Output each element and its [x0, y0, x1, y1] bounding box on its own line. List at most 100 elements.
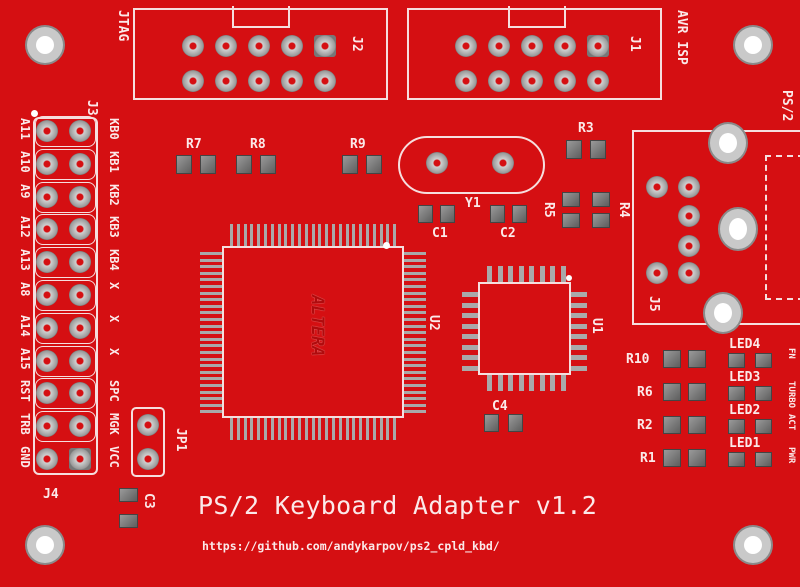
qfp-lead — [338, 224, 342, 246]
tqfp-lead — [560, 375, 566, 391]
header-pin — [521, 35, 543, 57]
led-ref: LED3 — [729, 370, 761, 385]
led-ref: LED1 — [729, 436, 761, 451]
c1-ref: C1 — [432, 226, 448, 241]
header-pin — [587, 35, 609, 57]
r4-pad — [592, 192, 610, 207]
qfp-lead — [200, 357, 222, 361]
qfp-lead — [270, 224, 274, 246]
r9-pad — [342, 155, 358, 174]
j2-ref: J2 — [349, 36, 364, 52]
tqfp-lead — [529, 266, 534, 282]
qfp-lead — [404, 252, 426, 255]
qfp-lead — [284, 224, 288, 246]
j3-right-label: X — [107, 282, 121, 290]
qfp-lead — [200, 291, 222, 295]
led-pad — [728, 419, 745, 434]
qfp-lead — [325, 418, 329, 440]
mounting-hole — [744, 36, 762, 54]
u2-outline — [222, 246, 404, 418]
c1-pad — [440, 205, 455, 223]
qfp-lead — [318, 418, 322, 440]
qfp-lead — [200, 410, 222, 414]
qfp-lead — [291, 418, 295, 440]
qfp-lead — [404, 397, 426, 401]
pin1-dot — [31, 110, 38, 117]
ps2-pin — [678, 235, 700, 257]
qfp-lead — [404, 258, 426, 262]
tqfp-lead — [539, 266, 545, 282]
r8-pad — [236, 155, 252, 174]
qfp-lead — [404, 364, 426, 368]
qfp-lead — [200, 278, 222, 282]
qfp-lead — [404, 324, 426, 328]
qfp-lead — [200, 271, 222, 275]
y1-outline — [398, 136, 545, 194]
j3-right-label: KB3 — [107, 216, 121, 239]
qfp-lead — [236, 418, 240, 440]
header-pin — [215, 35, 237, 57]
j3-left-label: A8 — [18, 282, 32, 297]
ps2-mount-hole — [729, 218, 747, 240]
tqfp-lead — [497, 266, 503, 282]
j2-name: JTAG — [115, 10, 130, 42]
tqfp-lead — [571, 355, 587, 360]
qfp-lead — [359, 418, 363, 440]
j3-right-label: KB0 — [107, 118, 121, 140]
j3-left-label: A15 — [18, 347, 32, 370]
led-pad — [728, 386, 745, 401]
qfp-lead — [372, 224, 376, 246]
j3-right-label: KB2 — [107, 183, 121, 206]
tqfp-lead — [571, 302, 587, 308]
j3-left-label: TRB — [18, 413, 32, 435]
tqfp-lead — [497, 375, 503, 391]
header-pin — [488, 70, 510, 92]
resistor-pad — [688, 383, 706, 401]
header-pin — [182, 35, 204, 57]
jp1-pin — [137, 448, 159, 470]
header-pin — [281, 70, 303, 92]
header-pin — [215, 70, 237, 92]
qfp-lead — [200, 397, 222, 401]
qfp-lead — [270, 418, 274, 440]
board-title: PS/2 Keyboard Adapter v1.2 — [198, 491, 598, 520]
led-function-label: TURBO — [786, 381, 796, 409]
r7-pad — [200, 155, 216, 174]
j3-right-label: KB1 — [107, 150, 121, 173]
j1-ref: J1 — [627, 36, 642, 52]
qfp-lead — [200, 370, 222, 374]
j3-left-label: A14 — [18, 314, 32, 337]
j3-ref: J3 — [84, 100, 99, 116]
qfp-lead — [200, 377, 222, 381]
resistor-pad — [688, 416, 706, 434]
tqfp-lead — [518, 375, 524, 391]
tqfp-lead — [518, 266, 524, 282]
header-pin — [248, 35, 270, 57]
j3-left-label: RST — [18, 380, 32, 403]
ps2-pin — [678, 262, 700, 284]
led-pad — [755, 353, 772, 368]
header-pin — [248, 70, 270, 92]
qfp-lead — [325, 224, 329, 246]
r8-pad — [260, 155, 276, 174]
j3-pin — [69, 415, 91, 438]
qfp-lead — [404, 265, 426, 269]
qfp-lead — [386, 418, 390, 440]
qfp-lead — [318, 224, 322, 246]
u1-pin1-dot — [566, 275, 572, 281]
c2-pad — [490, 205, 505, 223]
qfp-lead — [304, 224, 308, 246]
led-function-label: ACT — [786, 414, 796, 431]
qfp-lead — [404, 370, 426, 374]
j3-left-label: A13 — [18, 249, 32, 271]
resistor-pad — [663, 416, 681, 434]
r7-pad — [176, 155, 192, 174]
led-ref: LED4 — [729, 337, 761, 352]
qfp-lead — [200, 298, 222, 302]
qfp-lead — [250, 224, 254, 246]
c4-ref: C4 — [492, 399, 508, 414]
r9-ref: R9 — [350, 137, 366, 152]
c4-pad — [484, 414, 499, 432]
qfp-lead — [404, 390, 426, 394]
